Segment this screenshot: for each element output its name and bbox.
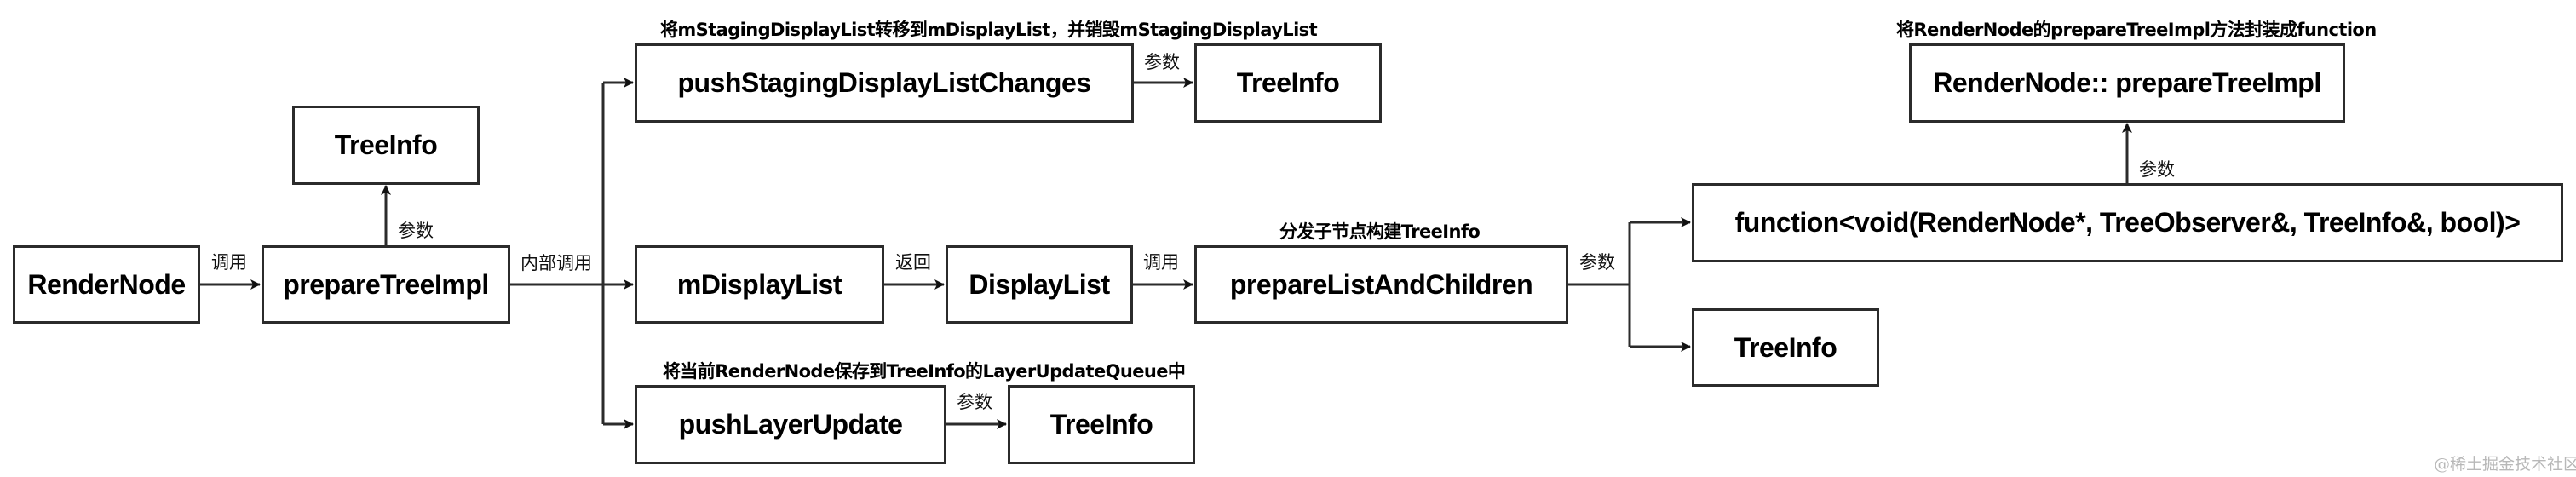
node-label: RenderNode:: prepareTreeImpl	[1933, 67, 2321, 98]
node-label: TreeInfo	[334, 129, 438, 160]
edge-label-return: 返回	[895, 252, 931, 273]
node-label: RenderNode	[27, 268, 186, 300]
node-tree-info-staging[interactable]: TreeInfo	[1194, 43, 1382, 123]
node-prepare-list-and-children[interactable]: prepareListAndChildren	[1194, 245, 1568, 324]
edge-label-param: 参数	[2139, 159, 2175, 180]
edge-label-param: 参数	[1579, 252, 1615, 273]
node-label: TreeInfo	[1049, 409, 1153, 440]
node-render-node[interactable]: RenderNode	[13, 245, 200, 324]
edge-label-internal-call: 内部调用	[520, 253, 592, 273]
edge-label-param: 参数	[398, 221, 434, 241]
node-label: prepareTreeImpl	[283, 268, 489, 300]
node-label: pushLayerUpdate	[678, 409, 903, 440]
node-label: function<void(RenderNode*, TreeObserver&…	[1734, 207, 2521, 238]
caption-render-node-prepare-tree-impl: 将RenderNode的prepareTreeImpl方法封装成function	[1896, 20, 2377, 40]
node-tree-info-children[interactable]: TreeInfo	[1692, 308, 1879, 387]
watermark: @稀土掘金技术社区	[2434, 455, 2576, 474]
caption-prepare-list-and-children: 分发子节点构建TreeInfo	[1279, 221, 1481, 242]
node-label: DisplayList	[969, 268, 1110, 300]
node-push-layer-update[interactable]: pushLayerUpdate	[635, 385, 946, 464]
node-prepare-tree-impl[interactable]: prepareTreeImpl	[262, 245, 510, 324]
edge-label-call: 调用	[1143, 252, 1179, 273]
edge-label-call: 调用	[211, 252, 247, 273]
node-m-display-list[interactable]: mDisplayList	[635, 245, 884, 324]
node-label: TreeInfo	[1236, 67, 1340, 98]
node-display-list[interactable]: DisplayList	[946, 245, 1133, 324]
caption-push-layer-update: 将当前RenderNode保存到TreeInfo的LayerUpdateQueu…	[663, 361, 1186, 382]
node-label: TreeInfo	[1734, 331, 1837, 363]
caption-push-staging: 将mStagingDisplayList转移到mDisplayList，并销毁m…	[660, 20, 1318, 40]
node-label: mDisplayList	[676, 268, 842, 300]
edge-label-param: 参数	[957, 392, 992, 412]
node-tree-info-layer[interactable]: TreeInfo	[1008, 385, 1195, 464]
node-label: prepareListAndChildren	[1229, 268, 1533, 300]
node-tree-info-param[interactable]: TreeInfo	[292, 106, 480, 185]
edge-label-param: 参数	[1144, 52, 1180, 72]
node-function-type[interactable]: function<void(RenderNode*, TreeObserver&…	[1692, 183, 2563, 262]
node-push-staging-display-list-changes[interactable]: pushStagingDisplayListChanges	[635, 43, 1134, 123]
node-label: pushStagingDisplayListChanges	[677, 67, 1091, 98]
node-render-node-prepare-tree-impl[interactable]: RenderNode:: prepareTreeImpl	[1909, 43, 2345, 123]
